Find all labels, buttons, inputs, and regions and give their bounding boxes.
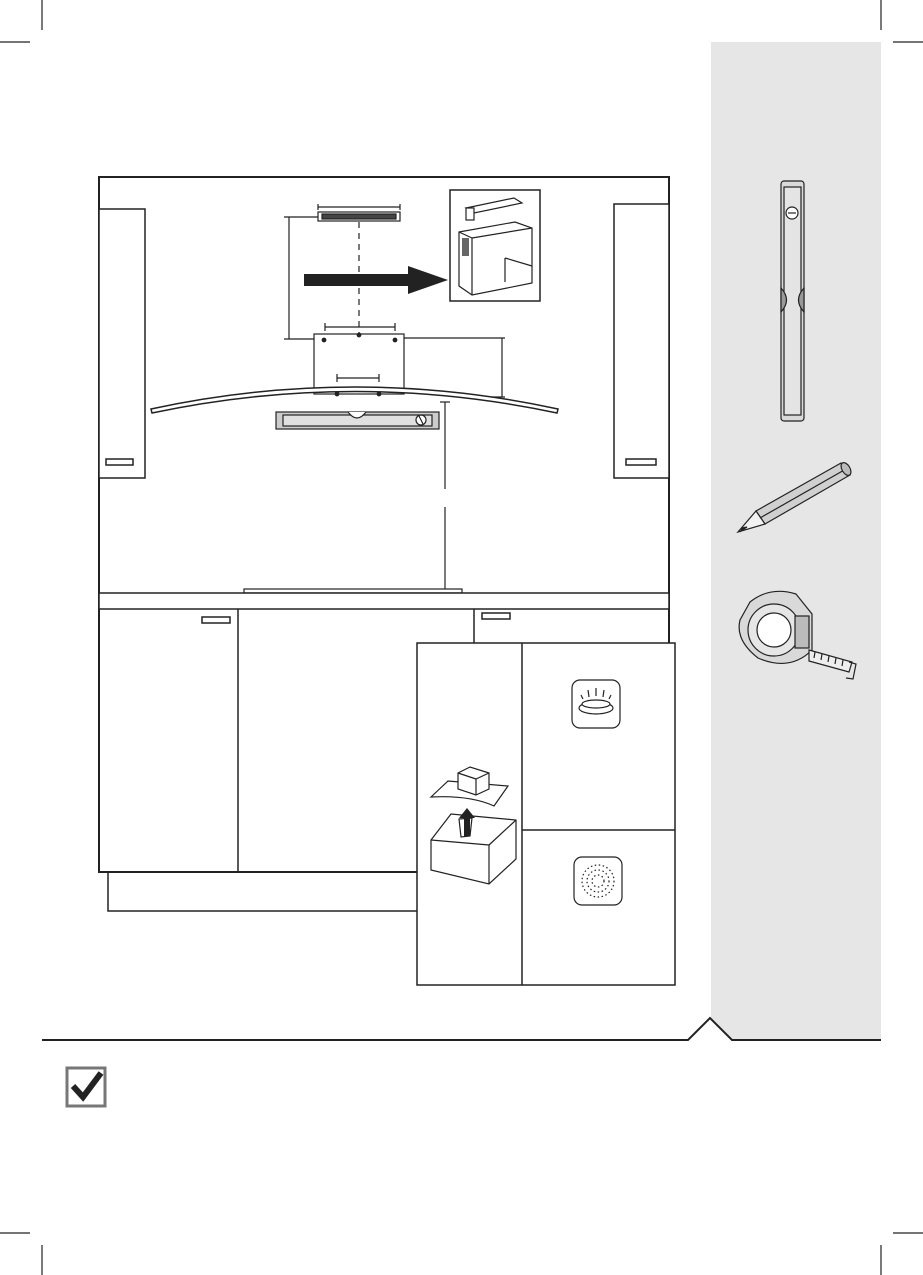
cabinet-handle — [106, 459, 133, 465]
wall-cabinet-right — [614, 204, 669, 478]
chimney-inset — [450, 190, 540, 301]
gas-hob-icon — [572, 680, 620, 728]
hood-support — [314, 323, 404, 396]
wall-cabinet-left — [99, 209, 145, 478]
cabinet-handle — [482, 613, 510, 619]
check-icon — [67, 1068, 105, 1106]
induction-hob-icon — [574, 857, 622, 905]
worktop — [99, 593, 669, 609]
plinth — [108, 872, 417, 911]
spirit-level-icon — [781, 181, 804, 421]
cabinet-handle — [202, 617, 230, 623]
level-on-canopy — [276, 412, 439, 429]
chimney-bracket — [318, 204, 400, 221]
cabinet-handle — [626, 459, 656, 465]
